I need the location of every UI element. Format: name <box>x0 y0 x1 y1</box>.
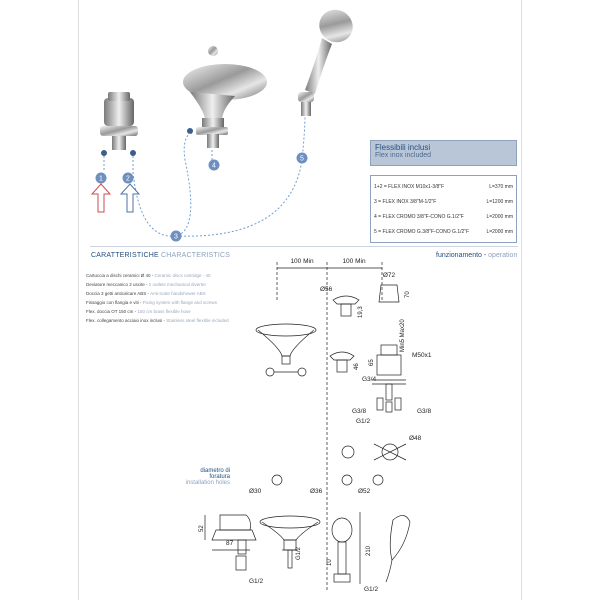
dim-d72: Ø72 <box>383 272 396 279</box>
dim-100min-b: 100 Min <box>342 258 366 265</box>
dim-g12-c: G1/2 <box>296 546 302 560</box>
dim-10: 10 <box>327 559 333 566</box>
dim-52: 52 <box>199 525 205 532</box>
dim-210: 210 <box>366 545 372 556</box>
diverter-valve <box>100 92 138 156</box>
installation-holes-label: diametro di foratura installation holes <box>185 468 230 486</box>
dim-m50: M50x1 <box>412 352 432 359</box>
callout-4: 4 <box>208 159 220 171</box>
dim-d52: Ø52 <box>358 488 371 495</box>
svg-text:4: 4 <box>212 163 216 170</box>
svg-text:2: 2 <box>126 176 130 183</box>
dim-70: 70 <box>405 291 411 298</box>
operation-title: funzionamento - operation <box>436 252 518 259</box>
dim-19-3: 19,3 <box>358 306 364 318</box>
dim-g38-a: G3/8 <box>352 408 366 415</box>
dim-d48: Ø48 <box>409 435 422 442</box>
characteristic-item: Flex. collegamento acciaio inox inclusi … <box>86 318 229 323</box>
flex-box-header: Flessibili inclusi Flex inox included <box>370 140 517 166</box>
svg-text:3: 3 <box>174 234 178 241</box>
spout <box>183 46 267 148</box>
characteristic-item: Flex. doccia OT 150 cm - 150 cm brass fl… <box>86 309 191 314</box>
product-illustration: 1 2 3 4 5 <box>90 9 353 242</box>
callout-3: 3 <box>170 230 182 242</box>
dim-d36: Ø36 <box>310 488 323 495</box>
characteristics-list: Cartuccia a dischi ceramici Ø 40 - Ceram… <box>86 271 296 325</box>
dim-min5-max20: Min5 Max20 <box>400 319 406 352</box>
dim-g12-d: G1/2 <box>364 586 378 593</box>
dim-65: 65 <box>369 359 375 366</box>
handshower <box>298 9 353 116</box>
cold-inlet-arrow <box>119 183 141 213</box>
section-divider <box>90 246 518 247</box>
characteristic-item: Doccia 3 getti anticalcare ABS - Anti-sc… <box>86 291 206 296</box>
dim-d56: Ø56 <box>320 286 333 293</box>
dim-100min-a: 100 Min <box>290 258 314 265</box>
technical-drawing: 100 Min 100 Min Ø72 Ø56 70 19,3 Min5 Max… <box>199 258 432 593</box>
flex-included-box: Flessibili inclusi Flex inox included 1+… <box>370 140 517 243</box>
characteristics-title: CARATTERISTICHE CHARACTERISTICS <box>91 252 231 259</box>
callout-1: 1 <box>95 172 107 184</box>
flex-title-en: Flex inox included <box>375 152 432 159</box>
dim-g34: G3/4 <box>362 376 376 383</box>
svg-text:1: 1 <box>99 176 103 183</box>
flex-title-it: Flessibili inclusi <box>375 143 431 152</box>
callout-2: 2 <box>122 172 134 184</box>
dim-g38-b: G3/8 <box>417 408 431 415</box>
svg-text:5: 5 <box>300 156 304 163</box>
hot-inlet-arrow <box>90 183 112 213</box>
dim-87: 87 <box>226 540 234 547</box>
characteristic-item: Fissaggio con flangia e viti - Fixing sy… <box>86 300 218 305</box>
dim-d30: Ø30 <box>249 488 262 495</box>
dim-g12-a: G1/2 <box>356 418 370 425</box>
dim-46: 46 <box>354 363 360 370</box>
callout-5: 5 <box>296 152 308 164</box>
characteristic-item: Deviatore meccanico 2 uscite - 2 outlets… <box>86 282 207 287</box>
dim-g12-b: G1/2 <box>249 578 263 585</box>
characteristic-item: Cartuccia a dischi ceramici Ø 40 - Ceram… <box>86 273 211 278</box>
